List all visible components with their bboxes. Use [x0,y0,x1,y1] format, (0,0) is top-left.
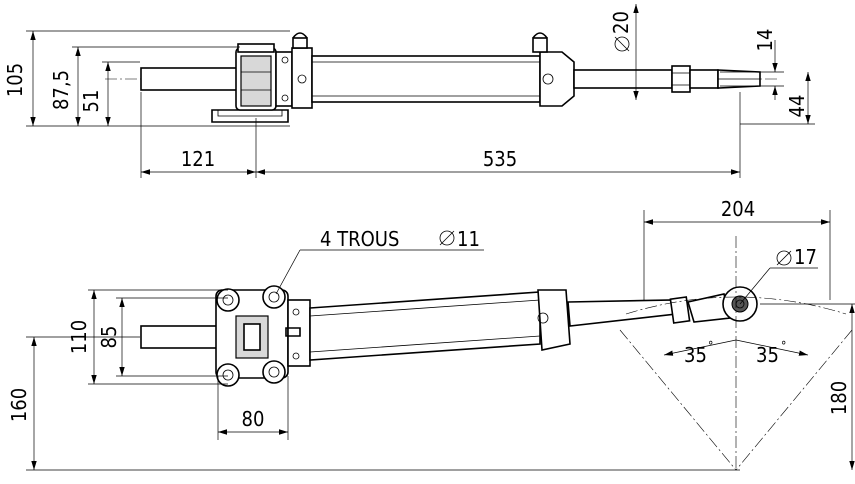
svg-text:°: ° [708,339,713,353]
dim-105: 105 [3,63,27,97]
angle-35-right: 35 [756,343,779,367]
dim-dia-11: 11 [457,227,480,251]
dim-121: 121 [181,147,215,171]
dim-44: 44 [785,95,809,118]
holes-note: 4 TROUS [320,227,399,251]
bottom-view-cylinder [140,285,758,387]
dim-14: 14 [753,29,777,52]
dim-180: 180 [827,381,851,415]
dim-87-5: 87,5 [49,70,73,110]
dim-204: 204 [721,197,755,221]
dim-160: 160 [7,388,31,422]
angle-35-left: 35 [684,343,707,367]
dim-51: 51 [79,90,103,113]
svg-text:°: ° [781,339,786,353]
dim-535: 535 [483,147,517,171]
bottom-view-dimensions: 204 17 4 TROUS 11 110 85 160 80 [7,197,855,471]
top-view-cylinder [105,32,780,123]
top-view-dimensions: 105 87,5 51 121 535 20 14 44 [3,4,815,178]
dim-dia-20: 20 [609,11,633,34]
bottom-view-swing: 35 ° 35 ° [619,236,853,471]
dim-80: 80 [242,407,265,431]
dim-dia-17: 17 [794,245,817,269]
